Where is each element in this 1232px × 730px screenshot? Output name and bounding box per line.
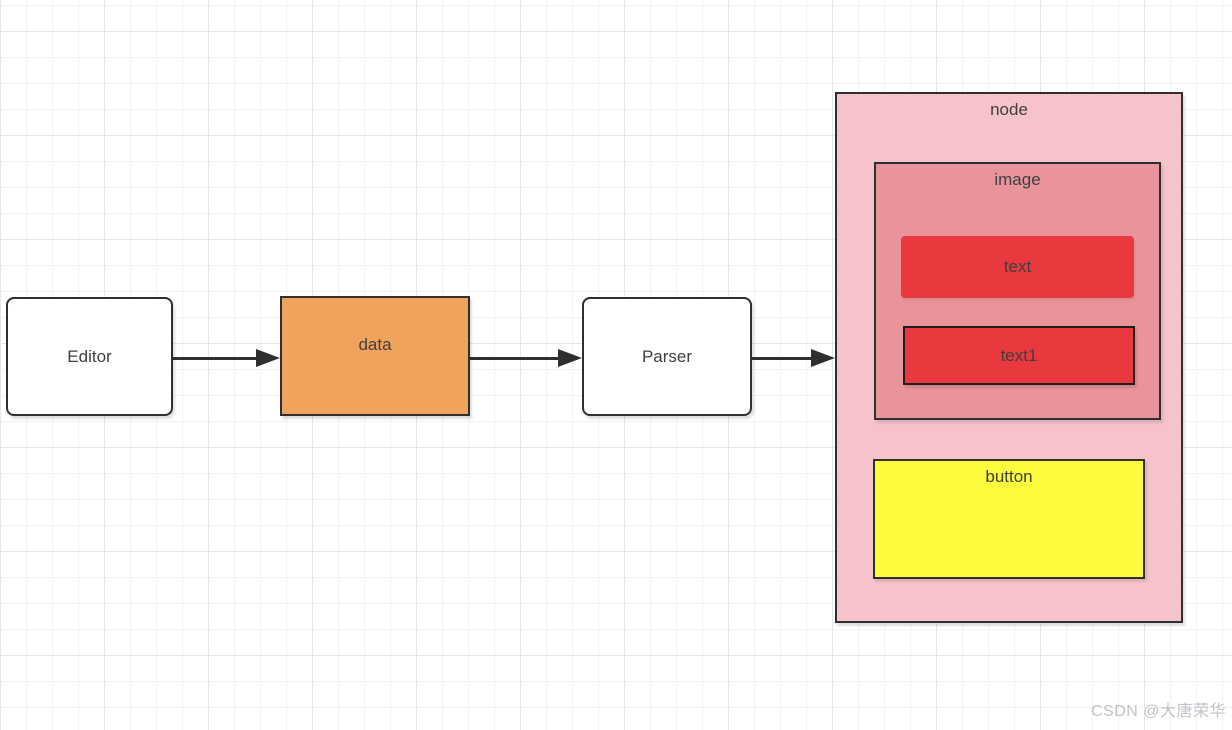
node-data-label: data bbox=[358, 335, 392, 354]
arrowhead-icon bbox=[256, 349, 280, 367]
node-text1: text1 bbox=[903, 326, 1135, 385]
node-text-label: text bbox=[1003, 257, 1032, 276]
arrow-parser-to-node bbox=[752, 348, 835, 368]
arrowhead-icon bbox=[558, 349, 582, 367]
csdn-watermark: CSDN @大唐荣华 bbox=[1090, 703, 1226, 720]
arrow-shaft bbox=[470, 356, 566, 360]
arrow-shaft bbox=[173, 356, 264, 360]
node-parser: Parser bbox=[582, 297, 752, 416]
arrow-editor-to-data bbox=[173, 348, 280, 368]
node-text: text bbox=[901, 236, 1134, 298]
node-data: data bbox=[280, 296, 470, 416]
node-button: button bbox=[873, 459, 1145, 579]
container-image: image text text1 bbox=[874, 162, 1161, 420]
node-parser-label: Parser bbox=[641, 346, 693, 366]
node-editor-label: Editor bbox=[67, 346, 112, 366]
node-editor: Editor bbox=[6, 297, 173, 416]
arrow-shaft bbox=[752, 356, 819, 360]
arrow-data-to-parser bbox=[470, 348, 582, 368]
node-text1-label: text1 bbox=[1000, 345, 1038, 365]
container-node: node image text text1 button bbox=[835, 92, 1183, 623]
container-node-label: node bbox=[990, 100, 1028, 119]
node-button-label: button bbox=[985, 467, 1033, 486]
arrowhead-icon bbox=[811, 349, 835, 367]
container-image-label: image bbox=[994, 170, 1041, 189]
